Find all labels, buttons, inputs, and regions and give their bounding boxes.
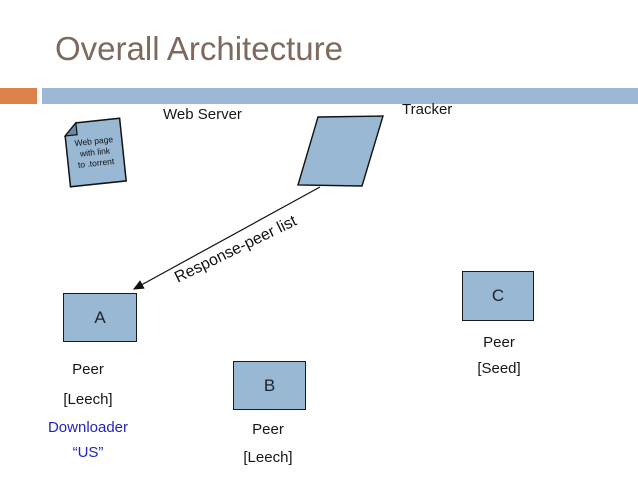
peer-a-caption-peer: Peer [72, 361, 104, 378]
tracker-label: Tracker [402, 101, 453, 118]
peer-b-caption-leech: [Leech] [243, 449, 293, 466]
peer-c-letter: C [491, 286, 505, 305]
peer-b-box: B [233, 361, 306, 410]
web-server-label: Web Server [163, 106, 242, 123]
peer-a-letter: A [94, 307, 106, 327]
note-line: to .torrent [77, 156, 115, 170]
peer-c-box: C [462, 271, 534, 321]
peer-a-caption-us: “US” [72, 444, 104, 461]
webpage-note-text: Web page with link to .torrent [64, 118, 126, 187]
peer-a-caption-leech: [Leech] [63, 391, 113, 408]
peer-b-letter: B [263, 375, 276, 395]
folded-corner-icon [63, 121, 78, 137]
slide-title: Overall Architecture [55, 30, 343, 67]
tracker-shape [297, 115, 384, 187]
peer-b-caption-peer: Peer [252, 421, 284, 438]
peer-c-caption-peer: Peer [483, 334, 515, 351]
accent-bar-orange [0, 88, 37, 104]
peer-c-caption-seed: [Seed] [477, 360, 521, 377]
webpage-note-shape [63, 117, 128, 188]
accent-bar-blue [42, 88, 638, 104]
peer-a-box: A [63, 293, 137, 342]
peer-a-caption-downloader: Downloader [47, 419, 129, 436]
response-arrow [132, 186, 321, 290]
